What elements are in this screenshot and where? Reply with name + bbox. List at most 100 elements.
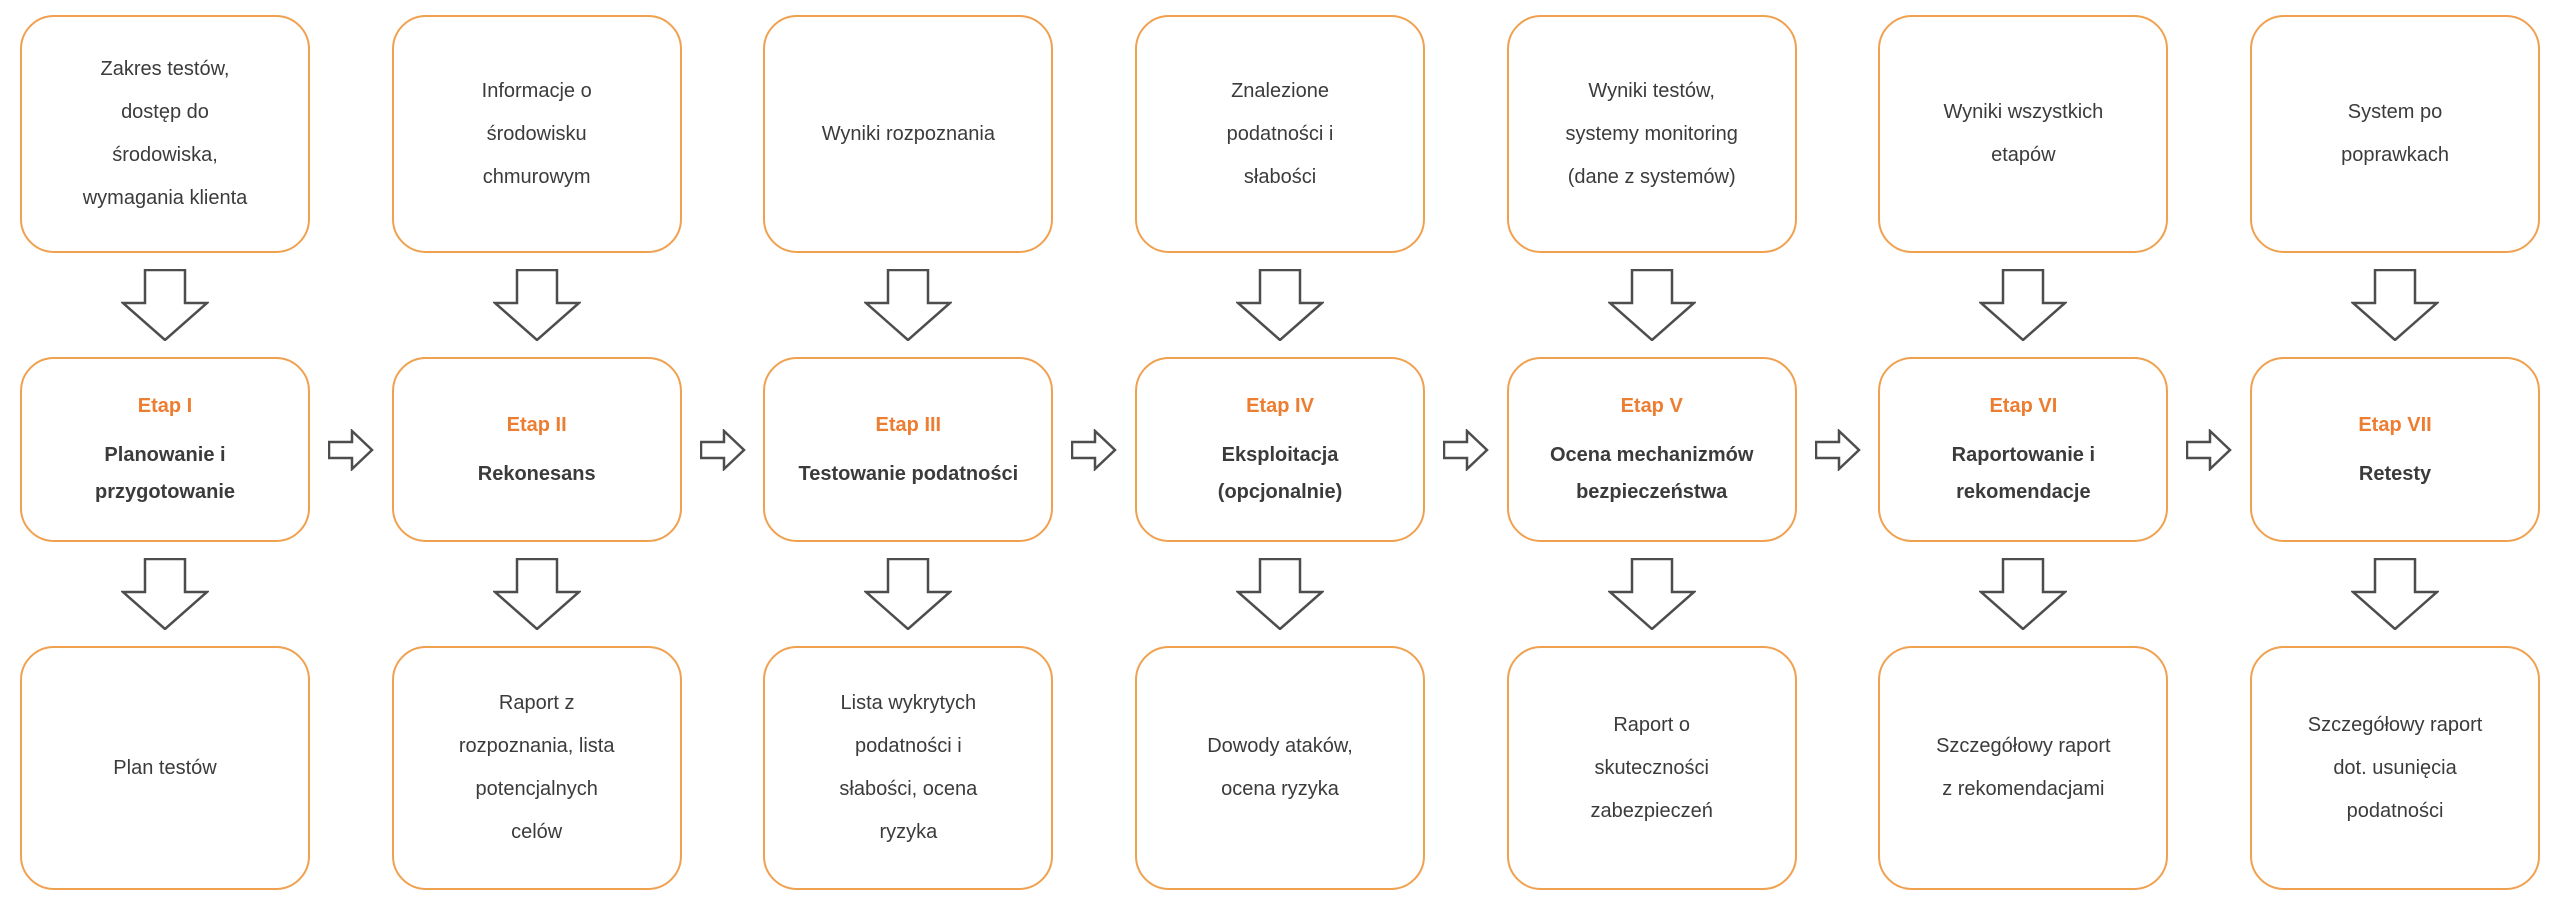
output-box: Lista wykrytych podatności i słabości, o… bbox=[763, 646, 1054, 890]
stage-column-3: Wyniki rozpoznania Etap III Testowanie p… bbox=[763, 15, 1054, 890]
stage-box: Etap IV Eksploitacja (opcjonalnie) bbox=[1135, 357, 1426, 542]
down-arrow-icon bbox=[864, 558, 953, 630]
stage-column-2: Informacje o środowisku chmurowym Etap I… bbox=[391, 15, 682, 890]
input-box: Zakres testów, dostęp do środowiska, wym… bbox=[20, 15, 310, 253]
stage-title-line: Rekonesans bbox=[477, 462, 596, 485]
down-arrow-icon bbox=[1979, 558, 2068, 630]
process-flow: Zakres testów, dostęp do środowiska, wym… bbox=[20, 15, 2541, 890]
output-line: Raport o bbox=[1613, 713, 1691, 736]
output-line: skuteczności bbox=[1594, 756, 1709, 779]
stage-box: Etap VI Raportowanie i rekomendacje bbox=[1878, 357, 2169, 542]
output-box: Plan testów bbox=[20, 646, 310, 890]
stage-title-line: przygotowanie bbox=[94, 481, 235, 503]
down-arrow-icon bbox=[121, 269, 209, 341]
input-line: środowiska, bbox=[112, 144, 218, 166]
input-line: (dane z systemów) bbox=[1567, 165, 1736, 188]
stage-box: Etap III Testowanie podatności bbox=[763, 357, 1054, 542]
input-line: etapów bbox=[1991, 144, 2056, 166]
input-line: Wyniki rozpoznania bbox=[821, 122, 995, 145]
stage-title-line: bezpieczeństwa bbox=[1576, 481, 1728, 503]
stage-column-1: Zakres testów, dostęp do środowiska, wym… bbox=[20, 15, 310, 890]
down-arrow bbox=[1236, 253, 1325, 357]
stage-title-line: Raportowanie i bbox=[1951, 444, 2096, 466]
down-arrow bbox=[492, 253, 581, 357]
output-line: Lista wykrytych bbox=[840, 692, 977, 714]
stage-box: Etap V Ocena mechanizmów bezpieczeństwa bbox=[1506, 357, 1797, 542]
input-box: Wyniki wszystkich etapów bbox=[1878, 15, 2169, 253]
down-arrow bbox=[2351, 542, 2440, 646]
down-arrow bbox=[864, 542, 953, 646]
output-line: podatności i bbox=[854, 735, 962, 757]
down-arrow-icon bbox=[2351, 269, 2440, 341]
output-line: Raport z bbox=[498, 692, 575, 714]
stage-title-line: Planowanie i bbox=[104, 444, 226, 466]
output-line: zabezpieczeń bbox=[1590, 799, 1713, 822]
stage-title-line: Retesty bbox=[2358, 462, 2432, 485]
stage-box: Etap II Rekonesans bbox=[391, 357, 682, 542]
output-line: rozpoznania, lista bbox=[458, 735, 615, 757]
output-line: słabości, ocena bbox=[839, 778, 978, 800]
input-line: wymagania klienta bbox=[82, 187, 248, 209]
down-arrow-icon bbox=[2351, 558, 2440, 630]
stage-label: Etap II bbox=[506, 413, 567, 436]
stage-column-5: Wyniki testów, systemy monitoring (dane … bbox=[1506, 15, 1797, 890]
stage-connector bbox=[1797, 15, 1879, 890]
input-box: Wyniki rozpoznania bbox=[763, 15, 1054, 253]
stage-label: Etap VII bbox=[2358, 413, 2432, 436]
input-line: dostęp do bbox=[121, 101, 209, 123]
stage-label: Etap IV bbox=[1246, 395, 1314, 417]
down-arrow bbox=[1979, 542, 2068, 646]
right-arrow-icon bbox=[699, 429, 746, 471]
down-arrow-icon bbox=[492, 269, 581, 341]
stage-title-line: rekomendacje bbox=[1956, 481, 2091, 503]
stage-connector bbox=[682, 15, 764, 890]
down-arrow-icon bbox=[1979, 269, 2068, 341]
input-line: systemy monitoring bbox=[1565, 122, 1738, 145]
input-line: chmurowym bbox=[482, 165, 591, 188]
stage-label: Etap VI bbox=[1989, 395, 2058, 417]
right-arrow-icon bbox=[2186, 429, 2233, 471]
stage-column-7: System po poprawkach Etap VII Retesty Sz… bbox=[2250, 15, 2541, 890]
down-arrow-icon bbox=[1607, 558, 1696, 630]
input-box: Znalezione podatności i słabości bbox=[1135, 15, 1426, 253]
output-line: podatności bbox=[2346, 799, 2444, 822]
output-box: Raport z rozpoznania, lista potencjalnyc… bbox=[391, 646, 682, 890]
output-line: ryzyka bbox=[879, 821, 938, 843]
stage-connector bbox=[310, 15, 392, 890]
input-line: podatności i bbox=[1226, 122, 1334, 145]
stage-column-6: Wyniki wszystkich etapów Etap VI Raporto… bbox=[1878, 15, 2169, 890]
down-arrow bbox=[2351, 253, 2440, 357]
right-arrow-icon bbox=[1814, 429, 1861, 471]
input-line: poprawkach bbox=[2341, 144, 2449, 166]
output-line: potencjalnych bbox=[475, 778, 598, 800]
down-arrow-icon bbox=[121, 558, 209, 630]
stage-title-line: Ocena mechanizmów bbox=[1549, 444, 1754, 466]
down-arrow bbox=[1236, 542, 1325, 646]
stage-title-line: (opcjonalnie) bbox=[1217, 481, 1343, 503]
stage-title-line: Testowanie podatności bbox=[798, 462, 1019, 485]
input-box: Wyniki testów, systemy monitoring (dane … bbox=[1506, 15, 1797, 253]
output-line: Szczegółowy raport bbox=[2307, 713, 2483, 736]
down-arrow bbox=[121, 542, 209, 646]
stage-connector bbox=[1053, 15, 1135, 890]
input-line: Wyniki wszystkich bbox=[1943, 101, 2104, 123]
output-line: Dowody ataków, bbox=[1207, 735, 1353, 757]
down-arrow bbox=[492, 542, 581, 646]
input-box: Informacje o środowisku chmurowym bbox=[391, 15, 682, 253]
stage-label: Etap I bbox=[137, 395, 193, 417]
stage-box: Etap I Planowanie i przygotowanie bbox=[20, 357, 310, 542]
output-line: z rekomendacjami bbox=[1942, 778, 2105, 800]
down-arrow bbox=[1979, 253, 2068, 357]
output-line: celów bbox=[511, 821, 563, 843]
down-arrow bbox=[864, 253, 953, 357]
down-arrow-icon bbox=[1236, 558, 1325, 630]
down-arrow-icon bbox=[864, 269, 953, 341]
right-arrow-icon bbox=[1071, 429, 1117, 471]
stage-column-4: Znalezione podatności i słabości Etap IV… bbox=[1135, 15, 1426, 890]
down-arrow bbox=[1607, 542, 1696, 646]
right-arrow-icon bbox=[327, 429, 374, 471]
stage-title-line: Eksploitacja bbox=[1221, 444, 1339, 466]
input-line: środowisku bbox=[486, 122, 587, 145]
input-line: słabości bbox=[1243, 165, 1317, 188]
